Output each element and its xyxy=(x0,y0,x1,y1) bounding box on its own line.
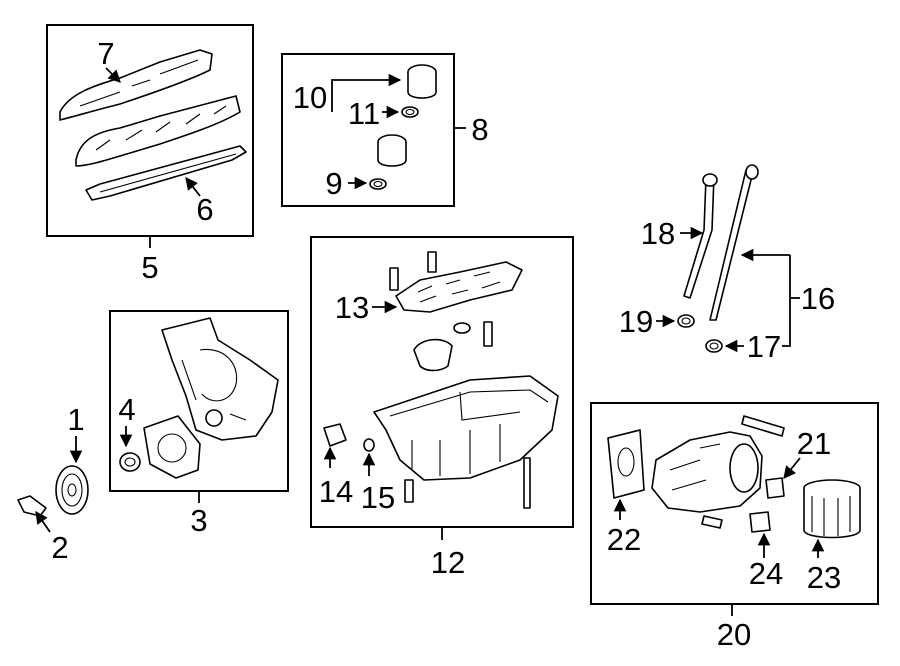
leader-21 xyxy=(783,457,801,479)
bolt-a xyxy=(389,267,399,291)
callout-17: 17 xyxy=(747,329,781,364)
group-1-2-damper: 1 2 xyxy=(17,402,89,565)
timing-cover-part xyxy=(161,317,279,441)
bolt-b xyxy=(427,251,437,273)
group-8-box xyxy=(281,53,455,207)
seal-19-part xyxy=(677,314,695,328)
callout-20: 20 xyxy=(717,617,751,652)
timing-cover-detail xyxy=(181,348,247,421)
callout-10: 10 xyxy=(293,80,327,115)
bolt-c xyxy=(483,321,493,347)
callout-8: 8 xyxy=(471,112,488,147)
group-20-box xyxy=(590,402,879,605)
dipstick-part xyxy=(709,167,755,321)
housing-gasket-part xyxy=(607,429,645,499)
callout-13: 13 xyxy=(335,290,369,325)
callout-16: 16 xyxy=(801,281,835,316)
leader-6 xyxy=(185,177,201,197)
damper-inner xyxy=(61,473,83,507)
drain-seal-part xyxy=(363,438,375,452)
callout-6: 6 xyxy=(196,192,213,227)
filler-tube-body xyxy=(377,142,407,167)
callout-5: 5 xyxy=(141,250,158,285)
leader-16-b xyxy=(782,255,791,347)
seal-17-hole xyxy=(709,342,719,350)
group-12-oil-pan: 13 14 15 12 xyxy=(310,236,574,580)
housing-bolt-part xyxy=(741,415,785,437)
callout-23: 23 xyxy=(807,560,841,595)
callout-14: 14 xyxy=(319,474,353,509)
bolt-d xyxy=(404,479,414,503)
callout-3: 3 xyxy=(190,503,207,538)
filler-cap-body xyxy=(407,72,437,99)
damper-part xyxy=(55,465,89,515)
callout-24: 24 xyxy=(749,556,783,591)
leader-7 xyxy=(105,67,121,83)
callout-11: 11 xyxy=(348,96,380,131)
cover-plate-part xyxy=(143,415,201,479)
seal-17-part xyxy=(705,339,723,353)
callout-22: 22 xyxy=(607,522,641,557)
plug-part xyxy=(453,322,471,334)
group-20-filter-housing: 21 22 24 23 20 xyxy=(590,402,879,652)
leader-2 xyxy=(35,510,51,533)
group-3-timing-cover: 4 3 xyxy=(109,310,289,538)
dipstick-tube-part xyxy=(683,175,715,299)
group-8-oil-filler: 10 11 9 8 xyxy=(281,53,489,207)
filler-cap-seal xyxy=(401,106,419,118)
cover-plate-hole xyxy=(157,433,187,463)
housing-gasket-hole xyxy=(617,447,635,477)
sensor-21-part xyxy=(765,477,785,499)
housing-port xyxy=(729,443,759,493)
oil-filter-ribs xyxy=(811,496,851,536)
upper-cover-detail xyxy=(79,59,199,107)
crank-seal-hole xyxy=(124,457,136,467)
fitting-24-part xyxy=(749,511,771,533)
callout-15: 15 xyxy=(361,480,395,515)
baffle-part xyxy=(395,261,523,313)
callout-18: 18 xyxy=(641,216,675,251)
leader-10-a xyxy=(331,73,402,96)
filler-tube-seal-hole xyxy=(373,180,383,188)
long-bolt-part xyxy=(523,457,531,509)
housing-detail xyxy=(669,443,721,491)
middle-cover-ribs xyxy=(95,105,227,151)
pickup-tube-part xyxy=(413,338,453,372)
group-5-engine-cover: 7 6 5 xyxy=(46,24,254,285)
crank-seal-part xyxy=(119,452,141,472)
baffle-slots xyxy=(417,271,501,303)
callout-2: 2 xyxy=(51,530,68,565)
filler-tube-seal xyxy=(369,178,387,190)
callout-9: 9 xyxy=(325,166,342,201)
drain-plug-part xyxy=(323,423,347,447)
callout-12: 12 xyxy=(431,545,465,580)
callout-7: 7 xyxy=(97,36,114,71)
small-bolt-part xyxy=(701,515,723,529)
seal-19-hole xyxy=(681,317,691,325)
group-16-dipstick: 18 19 17 16 xyxy=(619,164,835,364)
callout-21: 21 xyxy=(797,426,831,461)
damper-hub xyxy=(67,483,77,497)
cover-gasket-detail xyxy=(99,153,237,193)
dipstick-tube-top xyxy=(702,173,718,187)
dipstick-handle xyxy=(745,164,759,180)
callout-1: 1 xyxy=(67,402,84,437)
oil-pan-part xyxy=(373,375,559,481)
oil-filter-part xyxy=(803,488,861,539)
damper-bolt-part xyxy=(17,495,47,517)
callout-4: 4 xyxy=(118,392,135,427)
callout-19: 19 xyxy=(619,304,653,339)
timing-cover-boss xyxy=(205,409,223,427)
oil-pan-detail xyxy=(389,389,549,476)
filler-cap-seal-hole xyxy=(405,108,415,116)
